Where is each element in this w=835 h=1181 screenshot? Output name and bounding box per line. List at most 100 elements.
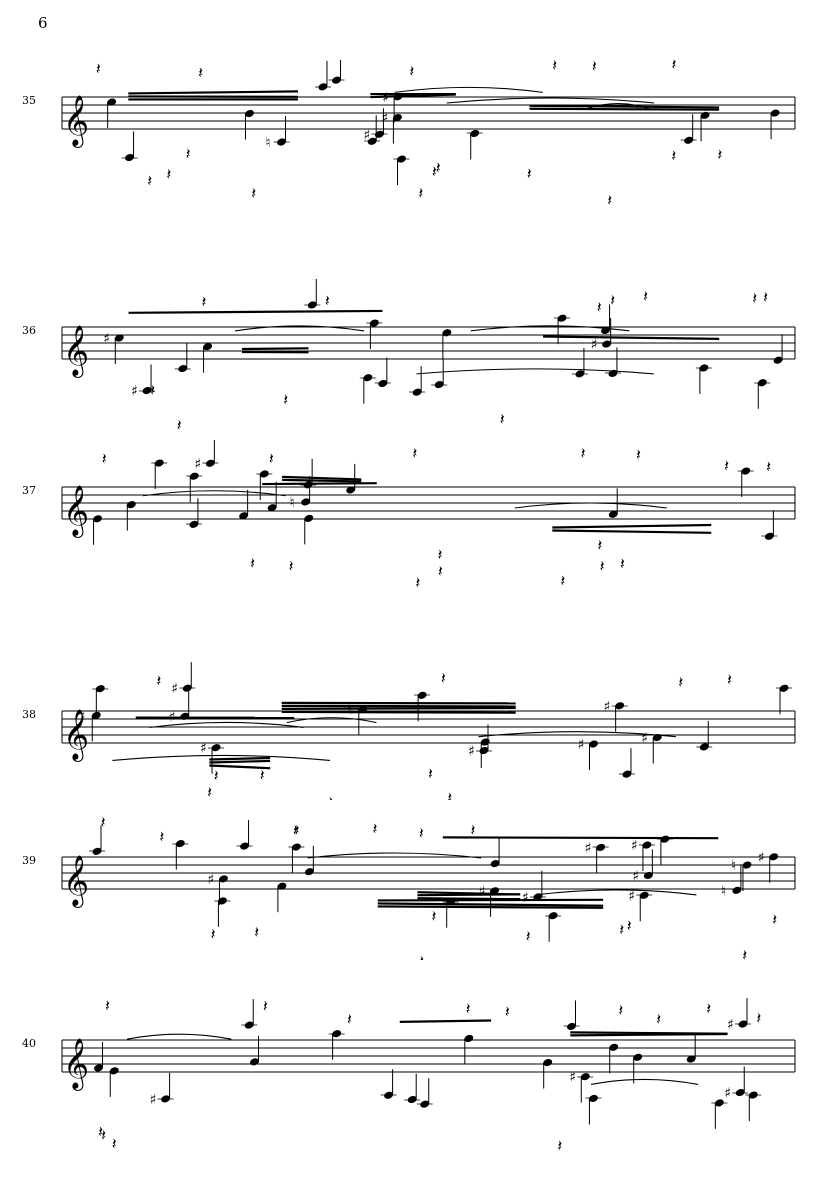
rest-icon: 𝄽: [295, 821, 300, 840]
note-head: [244, 109, 254, 118]
accidental: ♯: [632, 868, 639, 884]
staff-notation: 𝄞♯♯♯♯♮♯♯♯♮♯𝄽𝄽𝄽𝄽𝄽𝄽𝄽𝄽𝄽𝄽𝄽𝄽𝄽𝄽𝄽𝄽: [61, 812, 796, 960]
rest-icon: 𝄽: [428, 764, 433, 783]
note-head: [239, 512, 249, 520]
accidental: ♯: [131, 384, 138, 400]
rest-icon: 𝄽: [742, 946, 747, 960]
rest-icon: 𝄽: [671, 146, 676, 165]
note-head: [218, 875, 228, 883]
beam: [552, 523, 712, 529]
rest-icon: 𝄽: [597, 297, 602, 316]
beam: [370, 93, 456, 99]
rest-icon: 𝄽: [412, 444, 417, 463]
accidental: ♯: [207, 872, 214, 888]
accidental: ♯: [604, 699, 611, 715]
beam: [399, 1019, 492, 1023]
beam: [281, 706, 516, 711]
note-head: [490, 860, 500, 868]
accidental: ♯: [641, 731, 648, 747]
staff-notation: 𝄞♯♯♯𝄽𝄽𝄽𝄽𝄽𝄽𝄽𝄽𝄽𝄽𝄽: [61, 278, 796, 434]
note-head: [470, 129, 480, 138]
rest-icon: 𝄽: [112, 1134, 117, 1153]
note-head: [652, 733, 662, 742]
rest-icon: 𝄽: [150, 381, 155, 400]
accidental: ♯: [724, 1086, 731, 1102]
rest-icon: 𝄽: [438, 561, 443, 580]
note-head: [267, 504, 277, 512]
beam: [282, 475, 362, 481]
treble-clef-icon: 𝄞: [63, 709, 89, 762]
note-head: [114, 334, 124, 342]
treble-clef-icon: 𝄞: [63, 1038, 89, 1091]
note-head: [769, 853, 779, 861]
rest-icon: 𝄽: [724, 456, 729, 475]
accidental: ♯: [382, 90, 389, 106]
note-head: [392, 114, 402, 122]
tie: [112, 754, 330, 762]
staff-notation: 𝄞♯♯♯♯♯♮♮♯♯𝄽𝄽𝄽𝄽𝄽𝄽𝄽𝄽𝄽𝄽: [61, 662, 796, 800]
rest-icon: 𝄽: [202, 292, 207, 311]
rest-icon: 𝄽: [560, 571, 565, 590]
beam: [262, 482, 377, 486]
beam: [209, 759, 271, 764]
rest-icon: 𝄽: [727, 670, 732, 689]
tie: [394, 86, 543, 93]
note-head: [346, 486, 356, 494]
note-head: [358, 705, 368, 714]
note-head: [301, 498, 311, 506]
tie: [535, 889, 697, 896]
measure-number: 39: [22, 854, 36, 867]
measure-number: 36: [22, 324, 36, 337]
rest-icon: 𝄽: [766, 457, 771, 476]
note-head: [107, 98, 117, 106]
rest-icon: 𝄽: [96, 60, 101, 78]
rest-icon: 𝄽: [419, 824, 424, 843]
rest-icon: 𝄽: [772, 910, 777, 929]
rest-icon: 𝄽: [159, 827, 164, 846]
system-38: 38 𝄞♯♯♯♯♯♮♮♯♯𝄽𝄽𝄽𝄽𝄽𝄽𝄽𝄽𝄽𝄽: [0, 650, 835, 800]
beam: [529, 104, 720, 109]
rest-icon: 𝄽: [717, 145, 722, 164]
accidental: ♯: [628, 888, 635, 904]
rest-icon: 𝄽: [283, 390, 288, 409]
rest-icon: 𝄽: [678, 672, 683, 691]
note-head: [407, 1095, 417, 1104]
note-head: [742, 861, 752, 869]
note-head: [602, 340, 612, 348]
measure-number: 35: [22, 94, 36, 107]
rest-icon: 𝄽: [441, 668, 446, 687]
staff-notation: 𝄞♮♯𝄽𝄽𝄽𝄽𝄽𝄽𝄽𝄽𝄽𝄽𝄽𝄽𝄽𝄽𝄽𝄽: [61, 440, 796, 592]
rest-icon: 𝄽: [293, 821, 298, 840]
accidental: ♯: [758, 850, 765, 866]
tie: [514, 502, 667, 509]
rest-icon: 𝄽: [618, 1001, 623, 1020]
rest-icon: 𝄽: [98, 1122, 103, 1141]
beam: [442, 836, 719, 840]
note-head: [633, 1053, 643, 1061]
rest-icon: 𝄽: [447, 788, 452, 800]
accidental: ♯: [522, 890, 529, 906]
rest-icon: 𝄽: [437, 545, 442, 564]
staff-notation: 𝄞♯♯♯♮𝄽𝄽𝄽𝄽𝄽𝄽𝄽𝄽𝄽𝄽𝄽𝄽𝄽𝄽𝄽𝄽𝄽: [61, 60, 796, 210]
beam: [242, 347, 309, 351]
beam: [570, 1032, 728, 1037]
rest-icon: 𝄽: [198, 63, 203, 82]
rest-icon: 𝄽: [656, 1010, 661, 1029]
beam: [281, 710, 516, 714]
tie: [126, 1033, 232, 1040]
accidental: ♯: [577, 737, 584, 753]
note-head: [735, 1088, 745, 1097]
note-head: [126, 501, 136, 509]
note-head: [732, 886, 742, 894]
tie: [446, 97, 655, 104]
rest-icon: 𝄽: [101, 812, 106, 831]
note-head: [175, 840, 185, 848]
beam: [128, 90, 298, 95]
rest-icon: 𝄽: [147, 171, 152, 190]
tie: [470, 325, 630, 332]
treble-clef-icon: 𝄞: [63, 325, 89, 378]
rest-icon: 𝄽: [250, 553, 255, 572]
note-head: [608, 510, 618, 518]
rest-icon: 𝄽: [415, 573, 420, 592]
